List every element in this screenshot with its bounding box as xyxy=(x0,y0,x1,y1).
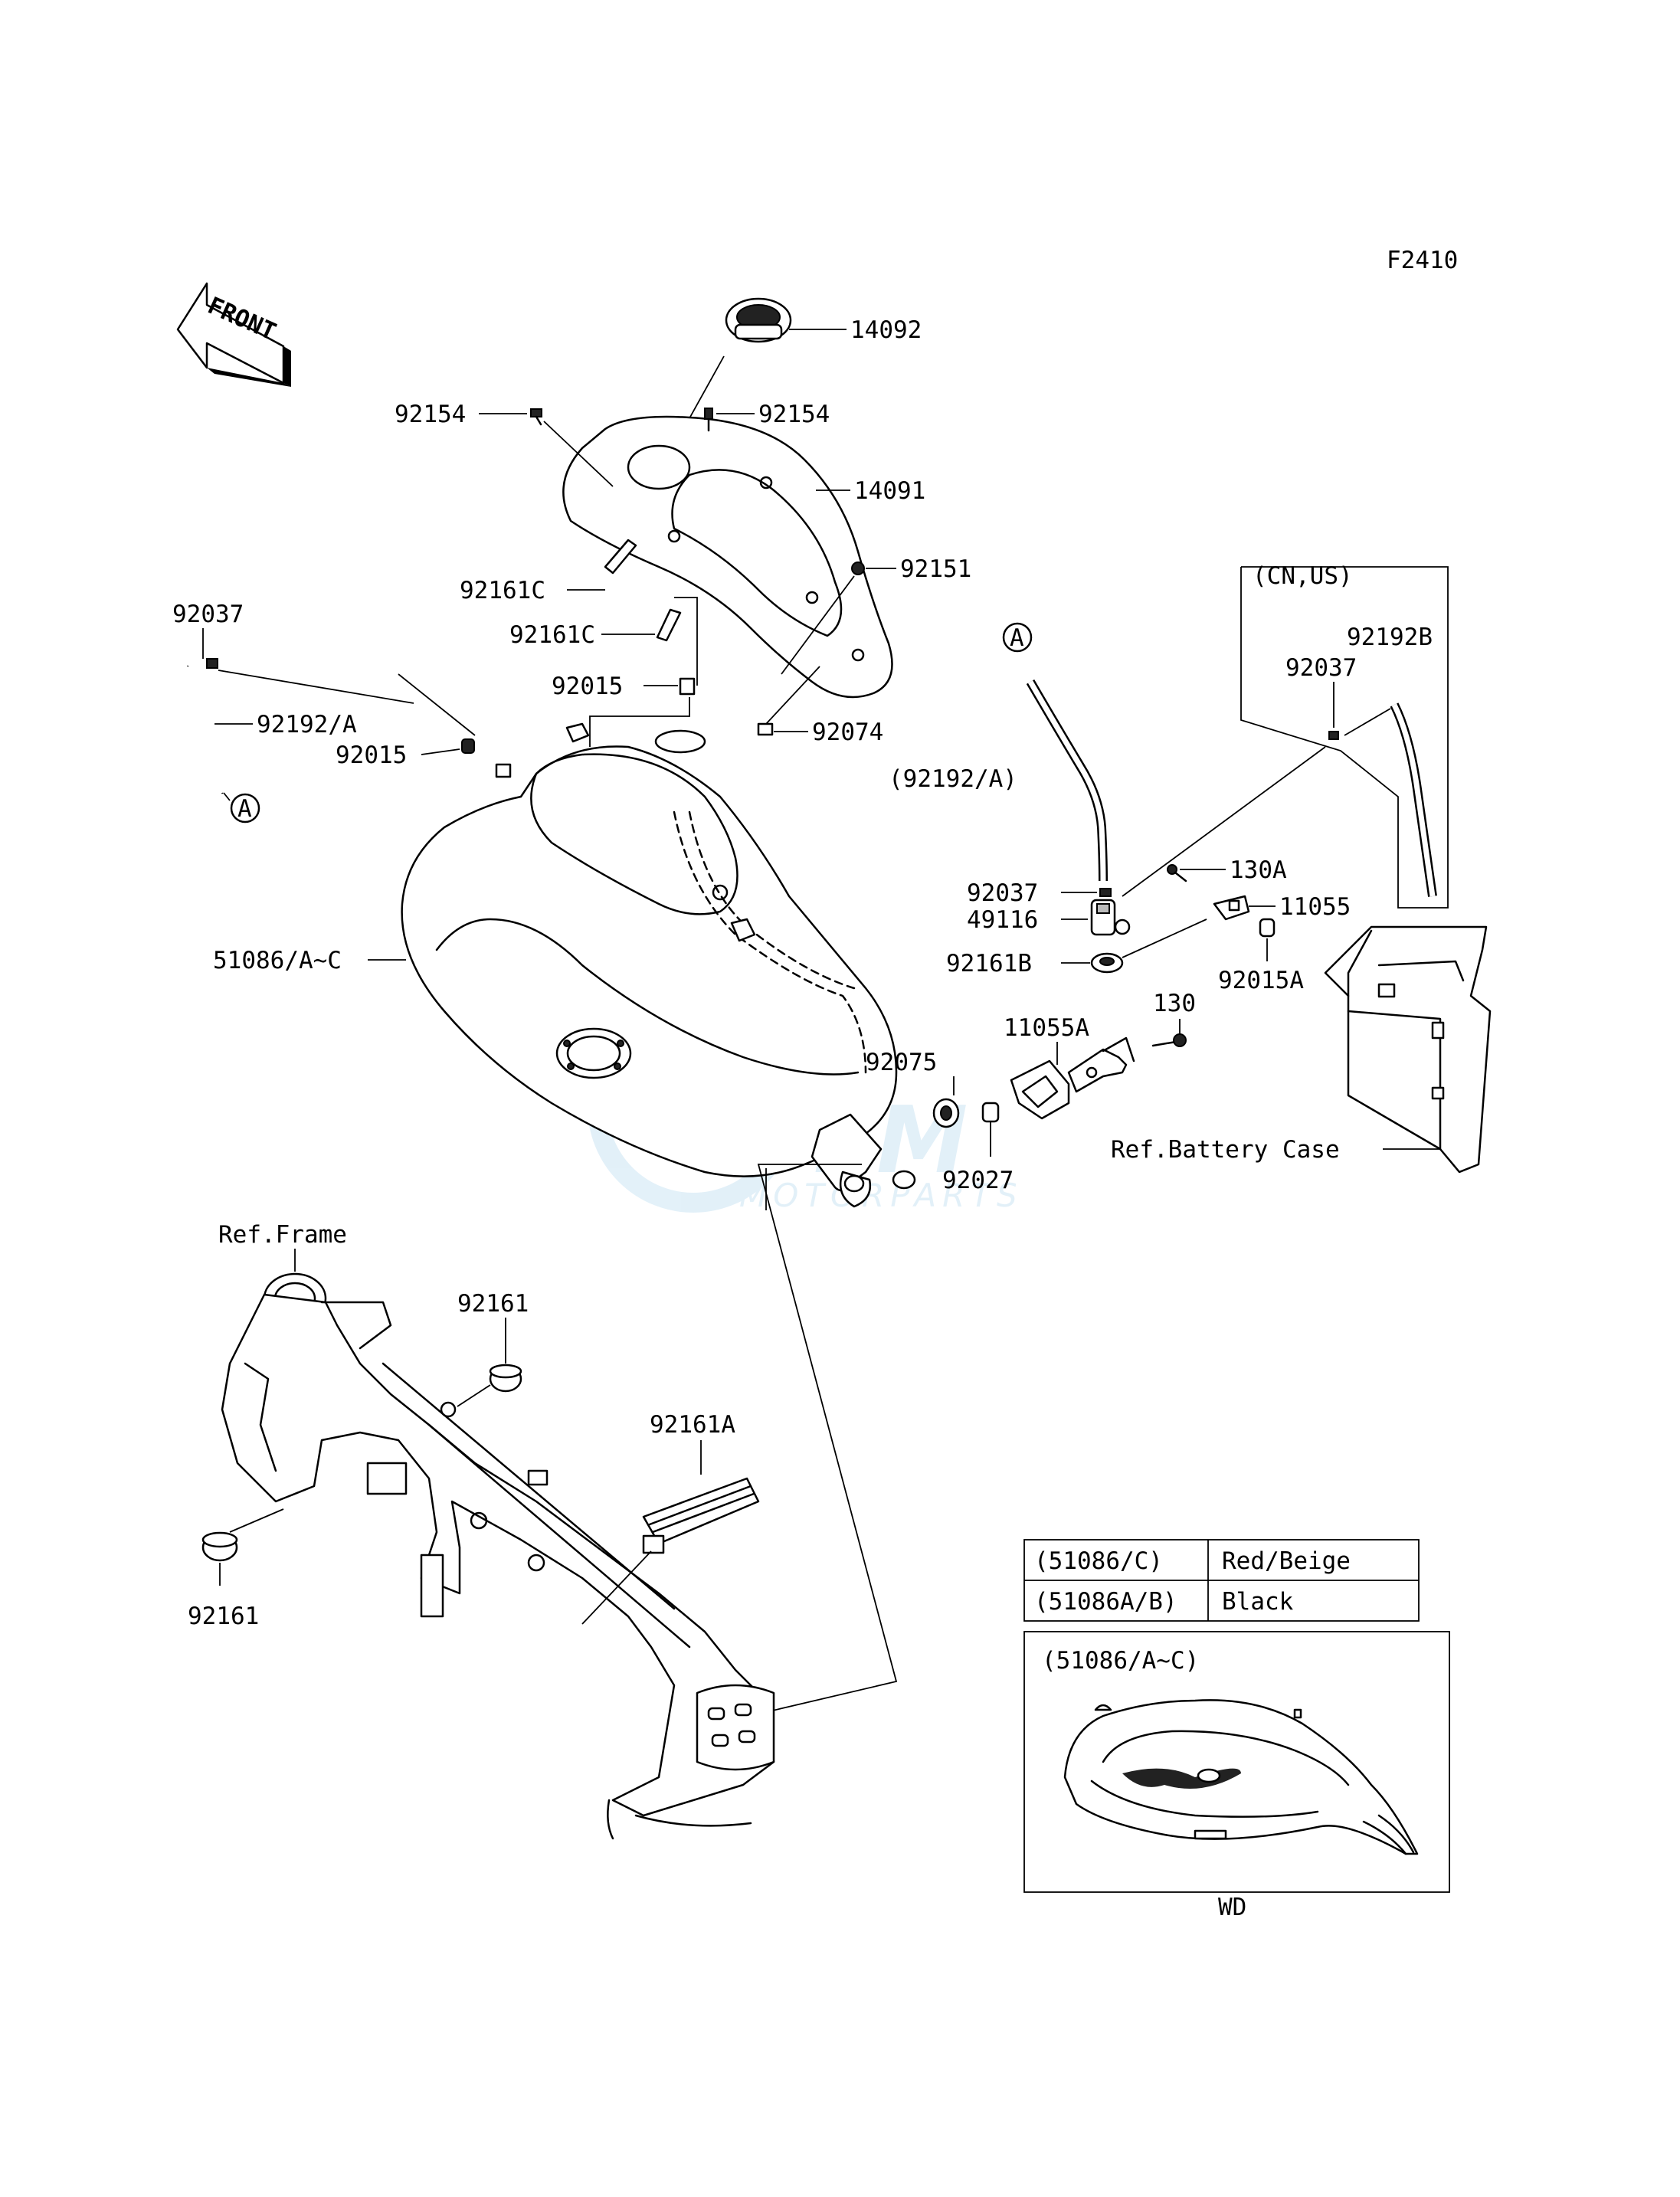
label-14092: 14092 xyxy=(850,316,922,344)
grommet-92015-left xyxy=(461,738,475,754)
label-92074: 92074 xyxy=(812,719,883,746)
color-table-color-1: Red/Beige xyxy=(1222,1547,1351,1575)
label-ref-frame: Ref.Frame xyxy=(218,1221,347,1249)
connector-a-center: A xyxy=(1002,622,1033,653)
hose-92192a-left xyxy=(182,658,225,794)
bracket-11055 xyxy=(1213,895,1250,921)
label-130: 130 xyxy=(1153,990,1196,1017)
screw-92154-right xyxy=(704,408,713,432)
nut-92151 xyxy=(851,562,865,575)
bolt-130 xyxy=(1151,1033,1187,1047)
damper-92161b xyxy=(1090,952,1124,974)
inset-tank-illustration xyxy=(1063,1699,1419,1855)
label-92015-left: 92015 xyxy=(336,742,407,769)
fuel-tank-part xyxy=(401,722,916,1208)
label-92161-upper: 92161 xyxy=(457,1290,529,1318)
label-92154-left: 92154 xyxy=(395,401,466,428)
front-arrow-icon: FRONT xyxy=(176,282,291,387)
inset-title: (51086/A~C) xyxy=(1042,1647,1199,1675)
hose-92192a-center xyxy=(1026,679,1108,882)
label-130a: 130A xyxy=(1230,856,1287,884)
damper-92161-lower xyxy=(201,1531,238,1562)
label-92161a: 92161A xyxy=(650,1411,735,1439)
tank-inspection-plate xyxy=(555,1027,632,1079)
label-92037-center: 92037 xyxy=(967,879,1038,907)
label-11055: 11055 xyxy=(1279,893,1351,921)
color-table-color-2: Black xyxy=(1222,1588,1294,1616)
label-92015a: 92015A xyxy=(1218,967,1304,994)
label-49116: 49116 xyxy=(967,906,1038,934)
label-ref-battery-case: Ref.Battery Case xyxy=(1111,1136,1340,1164)
grommet-92074 xyxy=(757,722,774,736)
label-92192b: 92192B xyxy=(1347,624,1433,651)
fuel-cap-part xyxy=(725,297,792,343)
label-92161c-1: 92161C xyxy=(460,577,545,604)
label-92161c-2: 92161C xyxy=(509,621,595,649)
label-92161b: 92161B xyxy=(946,950,1032,977)
label-92154-right: 92154 xyxy=(758,401,830,428)
label-92075: 92075 xyxy=(866,1049,937,1076)
color-table: (51086/C) Red/Beige (51086A/B) Black xyxy=(1023,1539,1420,1622)
label-92015-center: 92015 xyxy=(552,673,623,700)
watermark-sub: MOTORPARTS xyxy=(739,1177,1023,1214)
pad-92161a xyxy=(642,1477,760,1554)
label-14091: 14091 xyxy=(854,477,925,505)
svg-text:A: A xyxy=(237,795,252,823)
connector-a-left: A xyxy=(230,793,260,823)
label-92192a-left: 92192/A xyxy=(257,711,357,738)
label-92027: 92027 xyxy=(942,1167,1014,1194)
grommet-92015-center xyxy=(679,677,696,696)
fuel-tap-49116 xyxy=(1090,899,1131,936)
region-box-cn-us: (CN,US) xyxy=(1240,562,1449,909)
figure-code: F2410 xyxy=(1387,247,1458,274)
inset-box: (51086/A~C) xyxy=(1023,1631,1450,1893)
collar-92015a xyxy=(1259,918,1276,938)
clip-92037-right xyxy=(1328,731,1339,740)
pad-92161c-1 xyxy=(604,539,637,575)
battery-case-part xyxy=(1324,925,1492,1174)
color-table-part-1: (51086/C) xyxy=(1034,1547,1163,1575)
label-92037-left: 92037 xyxy=(172,601,244,628)
label-92161-lower: 92161 xyxy=(188,1603,259,1630)
damper-92161-upper xyxy=(440,1364,522,1418)
label-92151: 92151 xyxy=(900,555,971,583)
clip-92037-center xyxy=(1099,888,1112,897)
label-92037-right: 92037 xyxy=(1285,654,1357,682)
bracket-11055a xyxy=(1010,1036,1135,1120)
pad-92161c-2 xyxy=(656,608,682,642)
bolt-130a xyxy=(1167,864,1187,882)
label-51086: 51086/A~C xyxy=(213,947,342,974)
frame-part xyxy=(221,1272,775,1840)
label-11055a: 11055A xyxy=(1004,1014,1089,1042)
screw-92154-left xyxy=(530,408,542,426)
region-note: (CN,US) xyxy=(1253,562,1353,590)
color-table-part-2: (51086A/B) xyxy=(1034,1588,1177,1616)
label-92192a-center: (92192/A) xyxy=(889,765,1017,793)
svg-text:A: A xyxy=(1010,624,1024,652)
inset-caption: WD xyxy=(1218,1894,1246,1921)
collar-92027 xyxy=(981,1102,1000,1123)
grommet-92075 xyxy=(932,1098,960,1128)
